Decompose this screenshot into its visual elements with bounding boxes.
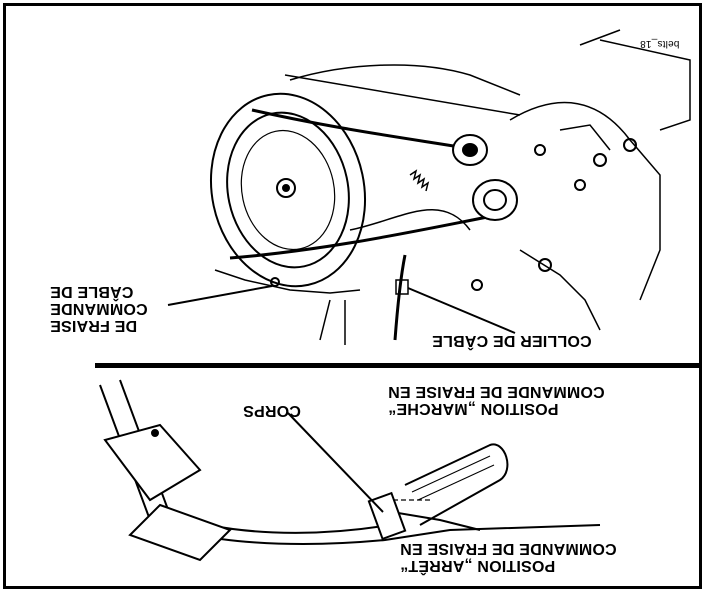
label-commande-marche: POSITION „MARCHE“ COMMANDE DE FRAISE EN (388, 383, 605, 417)
label-marche-line-1: POSITION „MARCHE“ (388, 400, 559, 417)
label-arret-line-2: COMMANDE DE FRAISE EN (400, 540, 617, 557)
pulley-assembly (209, 29, 691, 345)
label-cable-de-commande: DE FRAISE COMMANDE CÂBLE DE (50, 283, 148, 334)
label-cable-line-1: DE FRAISE (50, 317, 138, 334)
label-cable-line-3: CÂBLE DE (50, 283, 134, 300)
leader-lines-upper (167, 285, 516, 334)
label-marche-line-2: COMMANDE DE FRAISE EN (388, 383, 605, 400)
handle-assembly (99, 379, 601, 562)
leader-lines-lower (287, 412, 384, 513)
label-arret-line-1: POSITION „ARRÊT“ (400, 557, 556, 574)
divider-line (95, 363, 702, 368)
label-corps: CORPS (243, 402, 301, 419)
label-cable-line-2: COMMANDE (50, 300, 148, 317)
label-collier-de-cable: COLLIER DE CÂBLE (432, 332, 592, 349)
figure-frame (3, 3, 702, 589)
figure-reference: belts_18 (640, 38, 680, 49)
label-commande-arret: POSITION „ARRÊT“ COMMANDE DE FRAISE EN (400, 540, 617, 574)
